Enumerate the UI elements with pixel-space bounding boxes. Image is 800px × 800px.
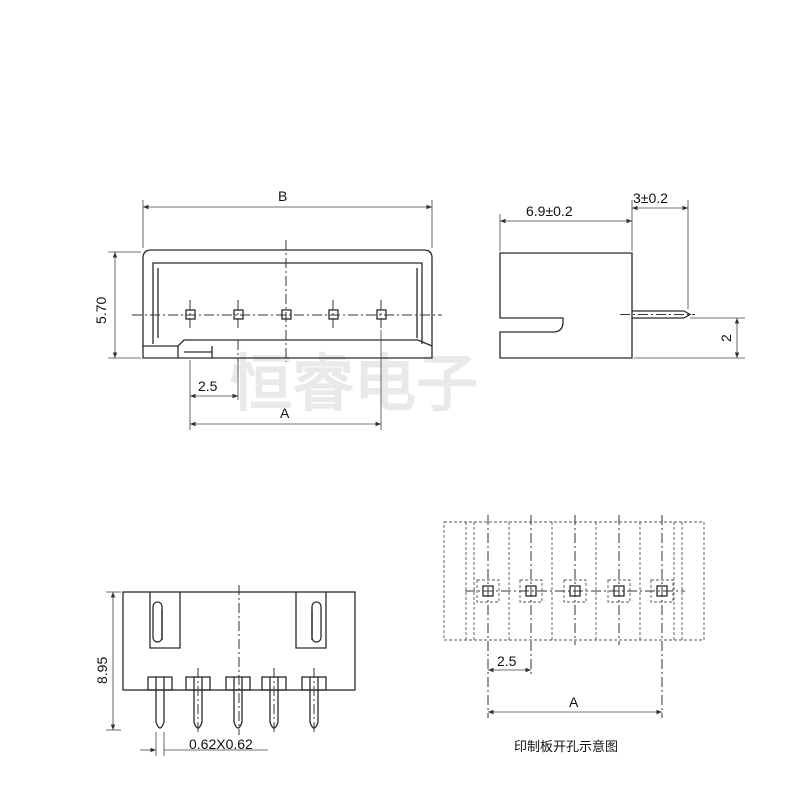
pcb-layout: 2.5 A 印制板开孔示意图: [443, 515, 705, 755]
side-view: 6.9±0.2 3±0.2 2: [499, 190, 745, 359]
dim-pitch-pcb: 2.5: [497, 653, 517, 669]
dim-pin-height: 2: [718, 334, 734, 342]
dim-pin-size: 0.62X0.62: [189, 736, 253, 752]
pins-bottom: [147, 668, 327, 735]
front-view-bottom: 8.95 0.62X0.62: [94, 585, 356, 756]
dim-span-top: A: [280, 405, 290, 421]
watermark: 恒睿电子: [230, 347, 478, 420]
watermark-text: 恒睿电子: [230, 347, 478, 420]
front-view-top: B 5.70 2.5 A: [93, 188, 442, 430]
dim-b: B: [278, 188, 287, 204]
dim-570: 5.70: [93, 297, 109, 324]
pcb-caption: 印制板开孔示意图: [514, 739, 618, 755]
dim-pin-ext: 3±0.2: [633, 190, 668, 206]
dim-pitch-top: 2.5: [198, 378, 218, 394]
dim-895: 8.95: [94, 657, 110, 684]
dim-span-pcb: A: [569, 694, 579, 710]
dim-depth: 6.9±0.2: [526, 203, 573, 219]
